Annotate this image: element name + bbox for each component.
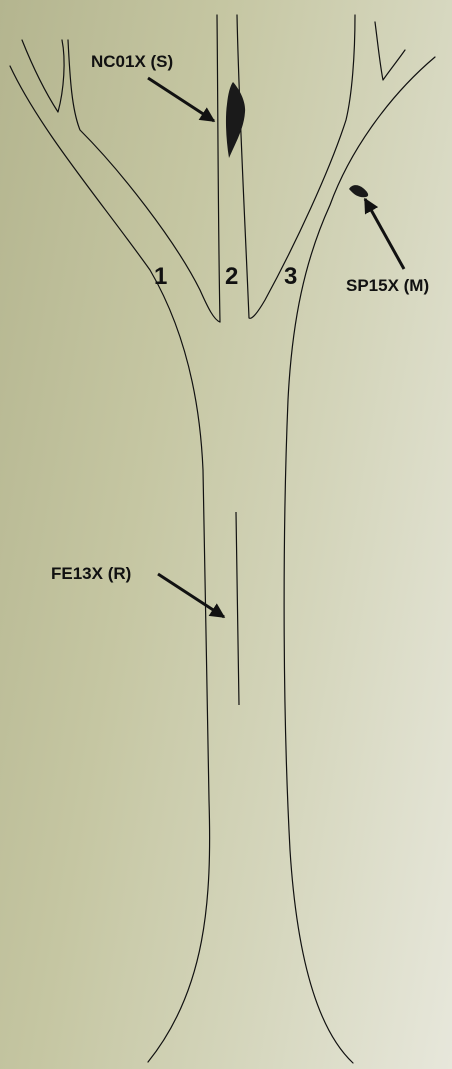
stem-number-3: 3: [284, 265, 297, 289]
nc01x-defect-mark: [226, 82, 245, 158]
sp15x-defect-mark: [349, 185, 368, 197]
nc01x-label: NC01X (S): [91, 53, 173, 70]
trunk-right-outline: [284, 57, 435, 1063]
fe13x-defect-mark: [236, 512, 239, 705]
nc01x-arrow: [148, 78, 214, 121]
fe13x-arrow: [158, 574, 224, 617]
sp15x-arrow: [365, 199, 404, 269]
right-branch-stub: [375, 22, 405, 80]
stem-number-2: 2: [225, 265, 238, 289]
fe13x-label: FE13X (R): [51, 565, 131, 582]
sp15x-label: SP15X (M): [346, 277, 429, 294]
stem-number-1: 1: [154, 265, 167, 289]
